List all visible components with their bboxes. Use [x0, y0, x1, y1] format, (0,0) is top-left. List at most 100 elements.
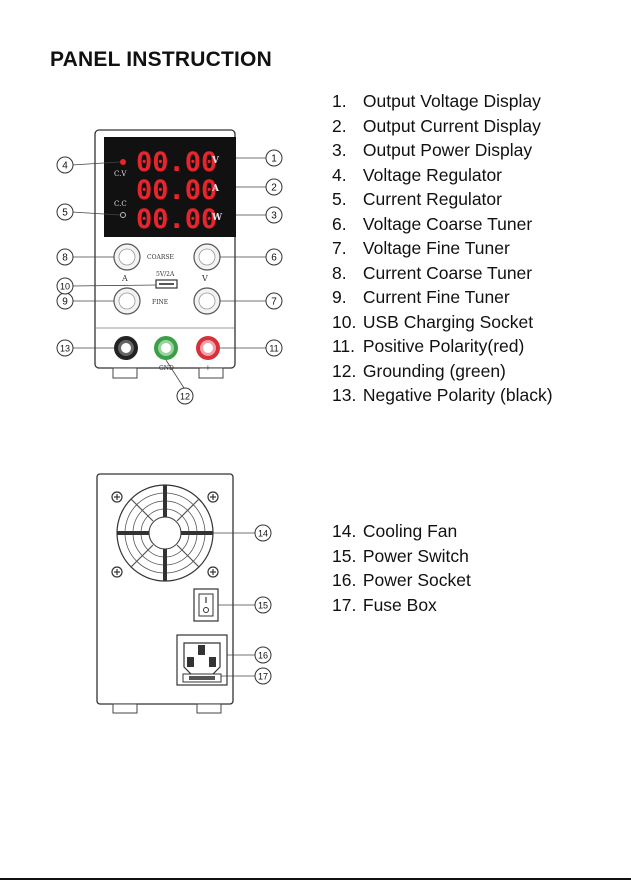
display-window	[104, 137, 236, 237]
legend-item: 10. USB Charging Socket	[332, 310, 553, 335]
legend-item-number: 12.	[332, 360, 357, 381]
legend-item: 3. Output Power Display	[332, 138, 553, 163]
power-switch[interactable]	[193, 588, 219, 622]
legend-item-number: 10.	[332, 311, 357, 332]
callout-circle-14	[254, 524, 272, 542]
legend-item: 15. Power Switch	[332, 544, 471, 569]
back-foot-right	[196, 703, 222, 714]
callout-15: 15	[258, 601, 268, 611]
terminal-pos-label: +	[205, 364, 211, 372]
unit-a-label: A	[211, 184, 220, 194]
callout-circle-6	[265, 248, 283, 266]
legend-item: 16. Power Socket	[332, 568, 471, 593]
legend-item-number: 14.	[332, 521, 357, 541]
legend-item-label: Power Socket	[362, 570, 471, 590]
front-foot-left	[112, 367, 138, 379]
legend-item-number: 9.	[332, 287, 347, 307]
callout-2: 2	[271, 183, 277, 194]
knob-v-label: V	[201, 274, 208, 283]
legend-item: 2. Output Current Display	[332, 114, 553, 139]
fuse-box[interactable]	[182, 673, 222, 683]
legend-item-label: Output Voltage Display	[362, 91, 541, 111]
callout-8: 8	[62, 253, 68, 264]
callout-3: 3	[271, 211, 277, 222]
legend-item: 9. Current Fine Tuner	[332, 285, 553, 310]
callout-14: 14	[258, 529, 268, 539]
knob-a-label: A	[121, 274, 128, 283]
callout-4: 4	[62, 161, 68, 172]
legend-item-label: Voltage Fine Tuner	[362, 238, 510, 258]
legend-item: 13. Negative Polarity (black)	[332, 383, 553, 408]
current-fine-knob[interactable]	[113, 287, 141, 315]
legend-item: 11. Positive Polarity(red)	[332, 334, 553, 359]
legend-item-label: Output Power Display	[362, 140, 533, 160]
fine-label: FINE	[152, 299, 168, 306]
legend-item-number: 3.	[332, 140, 347, 160]
legend-item-number: 1.	[332, 91, 347, 111]
legend-item-label: Current Coarse Tuner	[362, 262, 533, 283]
callout-circle-1	[265, 149, 283, 167]
callout-6: 6	[271, 253, 277, 264]
legend-item: 6. Voltage Coarse Tuner	[332, 212, 553, 237]
legend-item-label: USB Charging Socket	[362, 311, 534, 332]
negative-terminal[interactable]	[114, 336, 138, 360]
callout-13: 13	[60, 344, 70, 354]
legend-item-label: Grounding (green)	[362, 360, 506, 381]
callout-1: 1	[271, 154, 277, 165]
callout-circle-12	[176, 387, 194, 405]
front-foot-right	[198, 367, 224, 379]
callout-11: 11	[269, 344, 278, 354]
legend-item-label: Output Current Display	[362, 115, 541, 136]
legend-item: 5. Current Regulator	[332, 187, 553, 212]
legend-item: 8. Current Coarse Tuner	[332, 261, 553, 286]
legend-item: 14. Cooling Fan	[332, 519, 471, 544]
legend-item-label: Power Switch	[362, 545, 469, 566]
callout-circle-3	[265, 206, 283, 224]
legend-item: 7. Voltage Fine Tuner	[332, 236, 553, 261]
usb-label: 5V/2A	[156, 271, 175, 278]
current-display: 00.00	[136, 175, 217, 206]
legend-item-number: 6.	[332, 213, 347, 234]
callout-16: 16	[258, 651, 268, 661]
callout-9: 9	[62, 297, 68, 308]
bottom-rule	[0, 878, 631, 880]
legend-item: 1. Output Voltage Display	[332, 89, 553, 114]
legend-item: 12. Grounding (green)	[332, 359, 553, 384]
cv-label: C.V	[114, 170, 127, 178]
callout-circle-17	[254, 667, 272, 685]
coarse-label: COARSE	[147, 254, 174, 261]
voltage-fine-knob[interactable]	[193, 287, 221, 315]
cc-indicator-led	[120, 212, 126, 218]
terminal-neg-label: -	[124, 364, 127, 372]
ground-terminal[interactable]	[154, 336, 178, 360]
legend-item-number: 16.	[332, 570, 357, 590]
legend-item-number: 13.	[332, 385, 357, 405]
legend-item: 4. Voltage Regulator	[332, 163, 553, 188]
legend-item-number: 2.	[332, 115, 347, 136]
callout-circle-16	[254, 646, 272, 664]
legend-item-label: Voltage Coarse Tuner	[362, 213, 533, 234]
page-title: PANEL INSTRUCTION	[50, 48, 272, 71]
legend-item-label: Current Regulator	[362, 189, 502, 209]
voltage-display: 00.00	[136, 147, 217, 178]
power-display: 00.00	[136, 204, 217, 235]
callout-circle-15	[254, 596, 272, 614]
unit-v-label: V	[211, 156, 220, 166]
current-coarse-knob[interactable]	[113, 243, 141, 271]
legend-item-label: Cooling Fan	[362, 521, 458, 541]
legend-item-number: 15.	[332, 545, 357, 566]
legend-item-label: Negative Polarity (black)	[362, 385, 553, 405]
callout-7: 7	[271, 297, 277, 308]
callout-17: 17	[258, 672, 268, 682]
cv-indicator-led	[120, 159, 126, 165]
legend-item-label: Positive Polarity(red)	[362, 336, 525, 356]
cooling-fan	[116, 484, 214, 582]
legend-item-number: 4.	[332, 164, 347, 185]
callout-circle-2	[265, 178, 283, 196]
legend-item-number: 11.	[332, 336, 356, 356]
legend-item-label: Current Fine Tuner	[362, 287, 510, 307]
positive-terminal[interactable]	[196, 336, 220, 360]
